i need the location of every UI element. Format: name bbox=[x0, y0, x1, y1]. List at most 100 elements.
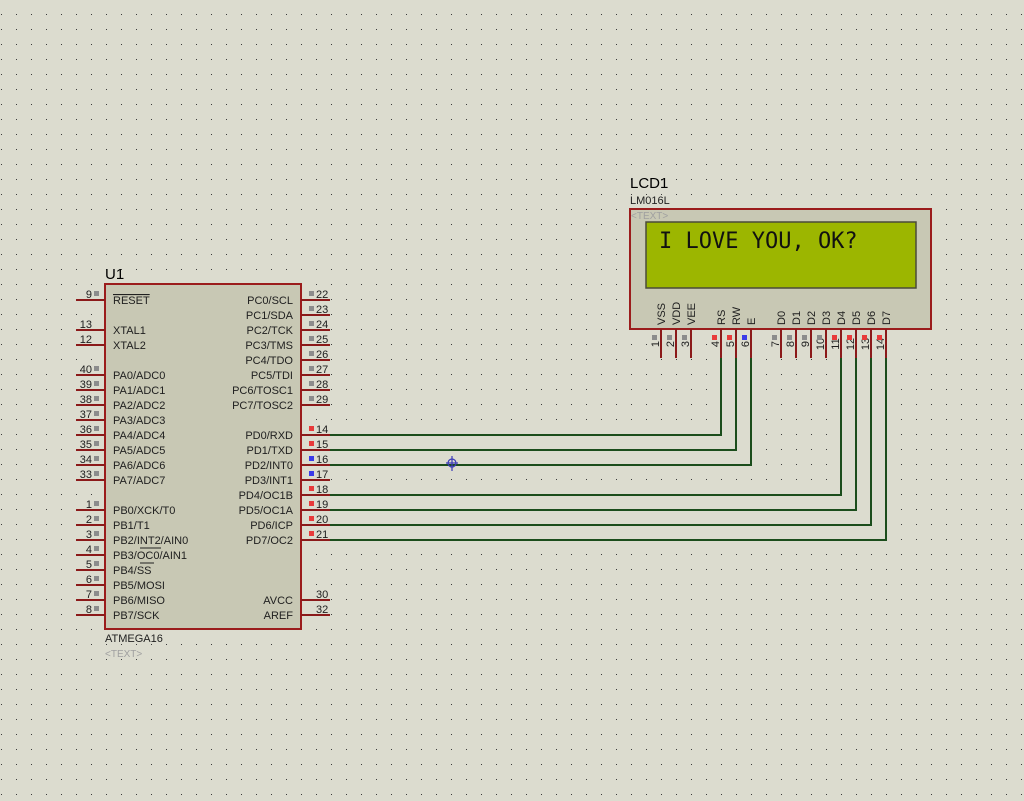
pin-number: 10 bbox=[815, 338, 827, 350]
pin-label: PD0/RXD bbox=[245, 430, 293, 442]
wire-U1-16-to-LCD1-6[interactable] bbox=[330, 358, 752, 466]
pin-label: RS bbox=[716, 310, 728, 325]
pin-number: 14 bbox=[316, 424, 328, 436]
pin-state-indicator bbox=[309, 426, 314, 431]
pin-state-indicator bbox=[309, 501, 314, 506]
pin-state-indicator bbox=[309, 381, 314, 386]
lcd1-pin-9[interactable]: D29 bbox=[800, 311, 818, 358]
pin-label: PD2/INT0 bbox=[245, 460, 293, 472]
pin-label: XTAL1 bbox=[113, 325, 146, 337]
pin-label: D6 bbox=[866, 311, 878, 325]
pin-state-indicator bbox=[742, 335, 747, 340]
pin-label: PC6/TOSC1 bbox=[232, 385, 293, 397]
pin-state-indicator bbox=[94, 516, 99, 521]
wire-U1-21-to-LCD1-14[interactable] bbox=[330, 358, 887, 541]
pin-number: 1 bbox=[86, 499, 92, 511]
u1-part-name: ATMEGA16 bbox=[105, 633, 163, 645]
component-lcd1[interactable]: LCD1 LM016L <TEXT> I LOVE YOU, OK? VSS1V… bbox=[629, 175, 932, 358]
pin-state-indicator bbox=[847, 335, 852, 340]
pin-number: 6 bbox=[86, 574, 92, 586]
wire-U1-14-to-LCD1-4[interactable] bbox=[330, 358, 722, 436]
pin-number: 24 bbox=[316, 319, 328, 331]
pin-state-indicator bbox=[772, 335, 777, 340]
lcd1-pin-4[interactable]: RS 4 bbox=[710, 310, 728, 358]
pin-number: 3 bbox=[86, 529, 92, 541]
pin-number: 4 bbox=[710, 341, 722, 347]
lcd1-pin-8[interactable]: D18 bbox=[785, 311, 803, 358]
pin-label: AVCC bbox=[263, 595, 293, 607]
pin-state-indicator bbox=[94, 426, 99, 431]
lcd1-pin-7[interactable]: D07 bbox=[770, 311, 788, 358]
pin-state-indicator bbox=[309, 456, 314, 461]
lcd1-screen bbox=[645, 221, 917, 289]
pin-number: 12 bbox=[845, 338, 857, 350]
pin-label: PD1/TXD bbox=[247, 445, 294, 457]
pin-label: PC4/TDO bbox=[245, 355, 293, 367]
pin-state-indicator bbox=[817, 335, 822, 340]
pin-number: 11 bbox=[830, 338, 842, 349]
lcd1-pin-5[interactable]: RW5 bbox=[725, 306, 743, 358]
pin-label: AREF bbox=[264, 610, 294, 622]
u1-right-pins: 22PC0/SCL23PC1/SDA24PC2/TCK25PC3/TMS26PC… bbox=[232, 289, 330, 622]
pin-number: 29 bbox=[316, 394, 328, 406]
lcd1-pin-6[interactable]: E6 bbox=[740, 318, 758, 358]
pin-label: PA0/ADC0 bbox=[113, 370, 165, 382]
u1-body[interactable] bbox=[104, 283, 302, 630]
pin-label: PA7/ADC7 bbox=[113, 475, 165, 487]
wire-U1-18-to-LCD1-11[interactable] bbox=[330, 358, 842, 496]
pin-number: 7 bbox=[86, 589, 92, 601]
wire-U1-20-to-LCD1-13[interactable] bbox=[330, 358, 872, 526]
wire-U1-15-to-LCD1-5[interactable] bbox=[330, 358, 737, 451]
wire-U1-19-to-LCD1-12[interactable] bbox=[330, 358, 857, 511]
lcd1-reference: LCD1 bbox=[630, 175, 668, 192]
pin-label: PC7/TOSC2 bbox=[232, 400, 293, 412]
